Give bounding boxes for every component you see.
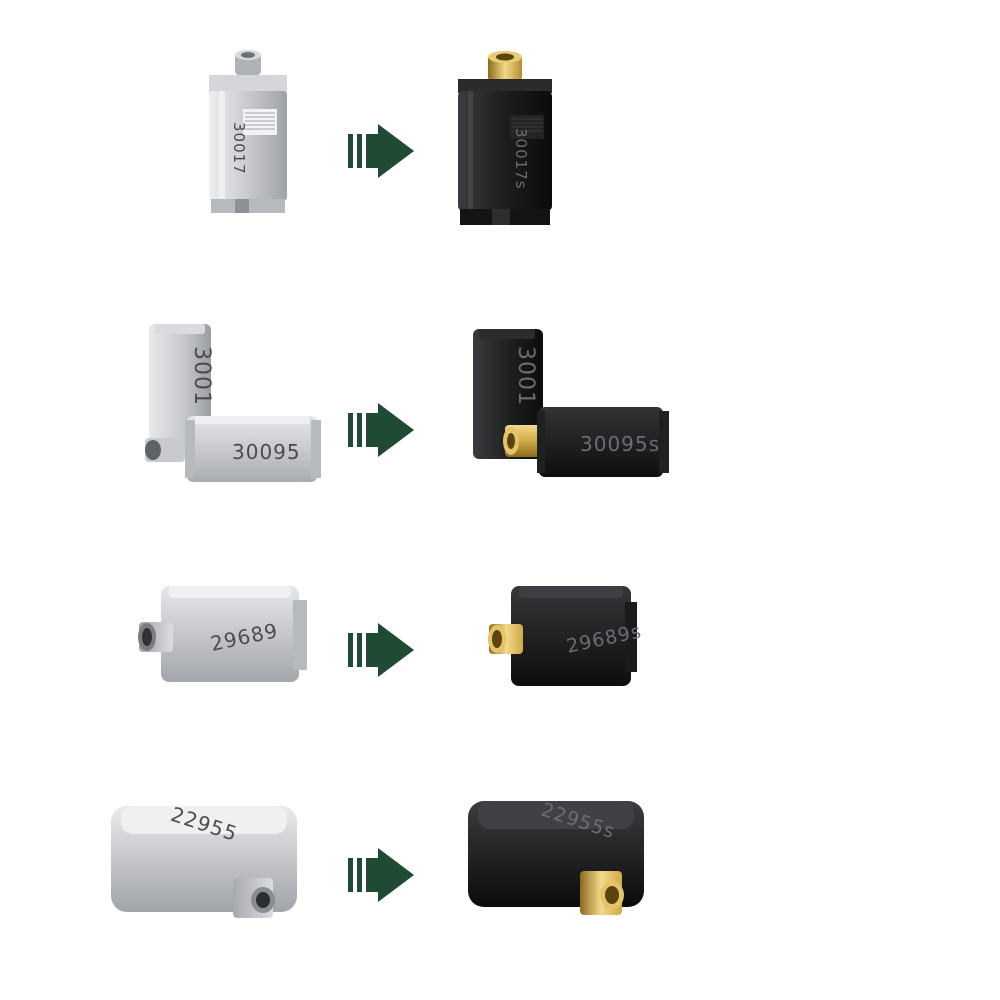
driver-29689-silver: [138, 586, 307, 682]
driver-22955s-black: [468, 801, 644, 915]
driver-label-3001-back-black: 3001: [513, 346, 538, 406]
driver-label-3001-back: 3001: [189, 346, 214, 406]
driver-30017-silver: [209, 50, 287, 213]
right-arrow-icon: [348, 124, 414, 178]
right-arrow-icon: [348, 623, 414, 677]
right-arrow-icon: [348, 848, 414, 902]
driver-30095-silver: [145, 324, 321, 482]
right-arrow-icon: [348, 403, 414, 457]
driver-label-30095: 30095: [232, 440, 301, 464]
driver-label-30017s: 30017s: [512, 128, 530, 190]
driver-22955-silver: [111, 806, 297, 918]
driver-30017s-black: [458, 51, 552, 225]
driver-30095s-black: [473, 329, 669, 477]
driver-label-30095s: 30095s: [580, 432, 661, 456]
driver-label-30017: 30017: [230, 122, 248, 175]
driver-29689s-black: [488, 586, 637, 686]
